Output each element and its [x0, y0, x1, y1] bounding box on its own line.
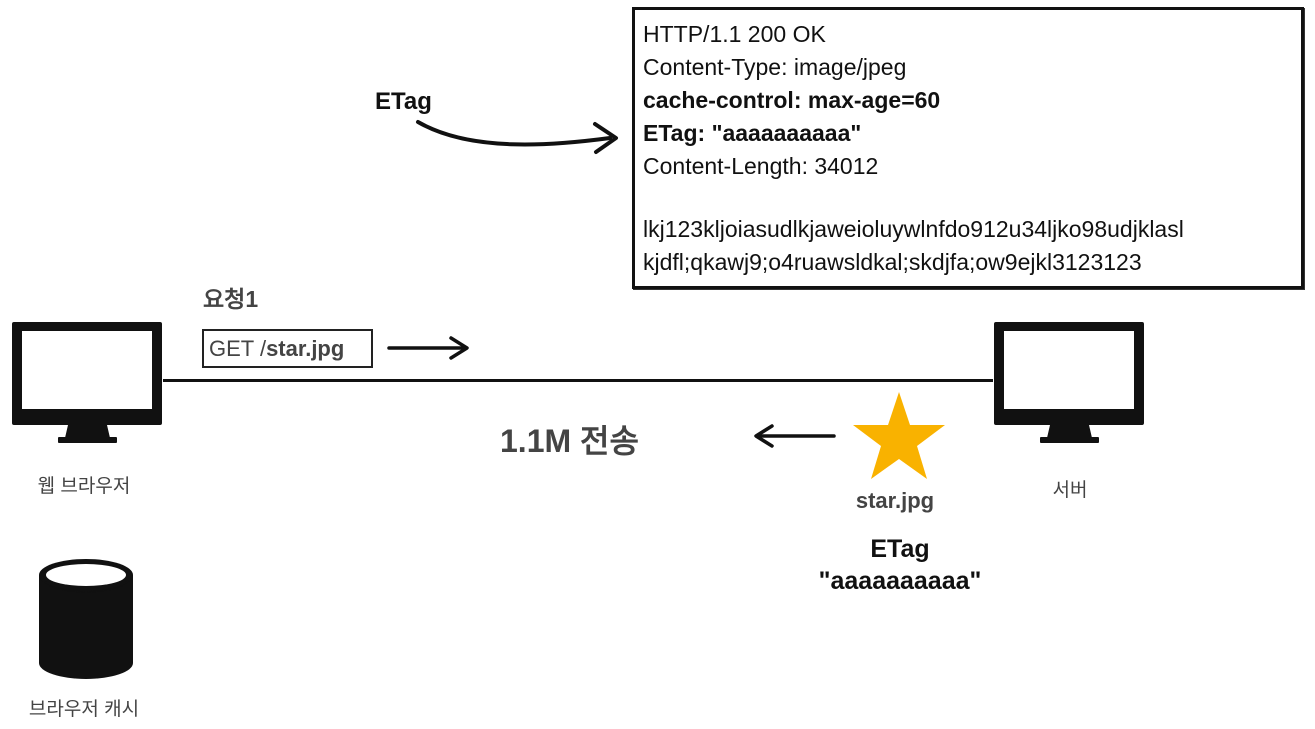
- star-icon: [853, 392, 945, 479]
- browser-monitor-icon: [12, 322, 162, 443]
- browser-label: 웹 브라우저: [37, 476, 131, 497]
- star-etag-value: "aaaaaaaaaa": [818, 567, 982, 595]
- request-label: 요청1: [203, 286, 259, 312]
- response-box: HTTP/1.1 200 OK Content-Type: image/jpeg…: [632, 7, 1304, 289]
- response-arrow-icon: [754, 424, 836, 448]
- connection-line: [163, 379, 993, 382]
- request-box: GET /star.jpg: [202, 329, 373, 368]
- curved-arrow-icon: [416, 120, 618, 154]
- star-etag-title: ETag: [870, 535, 930, 563]
- etag-pointer-label: ETag: [375, 88, 432, 115]
- response-cache-control: cache-control: max-age=60: [643, 87, 941, 113]
- response-body-line-1: lkj123kljoiasudlkjaweioluywlnfdo912u34lj…: [643, 216, 1184, 242]
- server-monitor-icon: [994, 322, 1144, 443]
- database-icon: [39, 559, 133, 679]
- request-arrow-icon: [387, 336, 469, 360]
- response-body-line-2: kjdfl;qkawj9;o4ruawsldkal;skdjfa;ow9ejkl…: [643, 249, 1142, 275]
- star-file-label: star.jpg: [855, 488, 935, 513]
- request-method: GET /: [209, 336, 267, 361]
- response-content-type: Content-Type: image/jpeg: [643, 54, 907, 80]
- response-etag: ETag: "aaaaaaaaaa": [643, 120, 862, 146]
- transfer-label: 1.1M 전송: [500, 423, 639, 459]
- cache-label: 브라우저 캐시: [28, 699, 140, 720]
- request-file: star.jpg: [266, 336, 345, 361]
- server-label: 서버: [1052, 480, 1088, 501]
- response-status-line: HTTP/1.1 200 OK: [643, 21, 826, 47]
- response-content-length: Content-Length: 34012: [643, 153, 879, 179]
